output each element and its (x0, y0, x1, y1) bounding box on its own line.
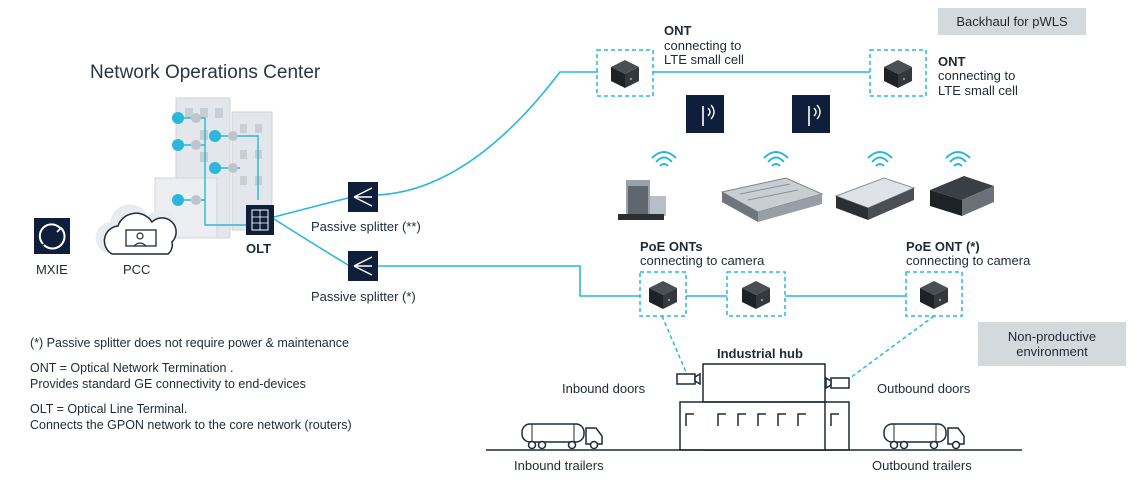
lte-small-cell-antenna-icon (685, 94, 725, 134)
noc-building-illustration (154, 97, 273, 239)
passive-splitter-upper-icon (348, 182, 378, 212)
note-olt-line1: OLT = Optical Line Terminal. (30, 402, 188, 416)
inbound-truck-icon (521, 423, 603, 450)
non-productive-tag-line2: environment (1016, 344, 1088, 359)
inbound-trailers-label: Inbound trailers (514, 458, 604, 473)
note-ont-line2: Provides standard GE connectivity to end… (30, 377, 306, 391)
ont-top-right-title: ONT (938, 54, 966, 69)
backhaul-tag: Backhaul for pWLS (938, 8, 1086, 35)
ont-top-right-line1: connecting to (938, 68, 1016, 83)
loading-dock-doors (685, 413, 839, 426)
poe-right-title: PoE ONT (*) (906, 239, 980, 254)
poe-left-title: PoE ONTs (640, 239, 703, 254)
camera-icon (825, 377, 850, 389)
agv-platform-robot-icon (720, 177, 824, 222)
ont-top-left-line2: LTE small cell (664, 52, 744, 67)
wifi-icon (763, 151, 789, 167)
ont-top-left-line1: connecting to (664, 38, 742, 53)
outbound-doors-label: Outbound doors (877, 381, 971, 396)
splitter-upper-label: Passive splitter (**) (311, 219, 421, 234)
industrial-hub-title: Industrial hub (717, 346, 803, 361)
industrial-hub-building (679, 363, 850, 451)
pcc-cloud-icon (95, 204, 177, 255)
olt-icon (246, 205, 274, 235)
non-productive-tag: Non-productive environment (978, 322, 1126, 366)
ont-top-right-device (869, 49, 927, 97)
note-ont-line1: ONT = Optical Network Termination . (30, 361, 234, 375)
ont-top-right-line2: LTE small cell (938, 83, 1018, 98)
wifi-icon (945, 151, 971, 167)
poe-left-line1: connecting to camera (640, 253, 765, 268)
poe-ont-right-device (905, 271, 963, 317)
ont-top-left-title: ONT (664, 23, 692, 38)
fiber-connections (273, 71, 906, 297)
ont-top-left-device (596, 49, 654, 97)
poe-ont-left-1-device (639, 271, 687, 317)
mxie-icon (34, 218, 70, 254)
passive-splitter-lower-icon (348, 251, 378, 281)
note-passive-splitter: (*) Passive splitter does not require po… (30, 336, 349, 350)
splitter-lower-label: Passive splitter (*) (311, 289, 416, 304)
outbound-trailers-label: Outbound trailers (872, 458, 972, 473)
poe-ont-left-2-device (726, 271, 786, 317)
lte-small-cell-antenna-icon (791, 94, 831, 134)
non-productive-tag-line1: Non-productive (1007, 329, 1097, 344)
camera-links (661, 315, 935, 379)
poe-right-line1: connecting to camera (906, 253, 1031, 268)
forklift-robot-icon (618, 180, 666, 220)
mxie-label: MXIE (36, 262, 68, 277)
outbound-truck-icon (883, 423, 965, 450)
wifi-icon (867, 151, 893, 167)
mobile-robot-box-icon (930, 176, 994, 216)
camera-icon (676, 373, 701, 385)
amr-robot-icon (834, 177, 916, 220)
olt-label: OLT (246, 241, 272, 256)
noc-title: Network Operations Center (90, 62, 321, 83)
inbound-doors-label: Inbound doors (562, 381, 646, 396)
pcc-label: PCC (123, 262, 151, 277)
wifi-icon (651, 151, 677, 167)
note-olt-line2: Connects the GPON network to the core ne… (30, 418, 352, 432)
